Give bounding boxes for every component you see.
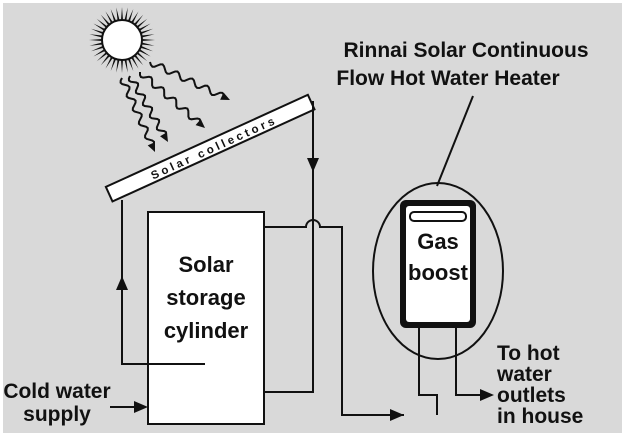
diagram-title-line-2: Flow Hot Water Heater [336, 67, 559, 90]
sun-ray [127, 75, 168, 138]
cylinder-label-line-2: storage [166, 285, 245, 310]
sun-icon [89, 7, 155, 73]
up-arrow-icon [116, 276, 128, 290]
sun-ray [139, 72, 202, 125]
collector-feed-pipe [121, 200, 205, 365]
collector-return-pipe [264, 101, 314, 393]
sun-ray-arrowhead [160, 132, 168, 142]
cylinder-label-line-1: Solar [178, 252, 233, 277]
heater-label-line-2: boost [408, 260, 469, 285]
cold-arrow-icon [134, 401, 148, 413]
sun-ray-arrowhead [147, 142, 155, 152]
outlet-label-line-2: water [496, 363, 552, 386]
outlet-label-line-3: outlets [497, 384, 566, 407]
title-leader-line [436, 95, 474, 187]
cold-water-label-line-2: supply [23, 403, 91, 426]
hot-feed-pipe [264, 219, 404, 416]
heater-outlet-pipe [455, 328, 488, 396]
outlet-label-line-1: To hot [497, 342, 560, 365]
heater-display [409, 211, 467, 222]
down-arrow-icon [307, 158, 319, 172]
sun-ray [119, 77, 156, 147]
sun-ray-arrowhead [195, 119, 205, 128]
cold-water-label-line-1: Cold water [3, 380, 110, 403]
heater-inlet-pipe [418, 328, 438, 415]
right-arrow-icon [390, 409, 404, 421]
sun-ray [149, 61, 226, 98]
outlet-label-line-4: in house [497, 405, 583, 428]
heater-label-line-1: Gas [417, 229, 459, 254]
cylinder-label-line-3: cylinder [164, 318, 249, 343]
storage-cylinder [147, 211, 265, 425]
sun-ray-arrowhead [220, 92, 230, 100]
diagram-title-line-1: Rinnai Solar Continuous [344, 39, 589, 62]
outlet-arrow-icon [480, 389, 494, 401]
sun-ray-icon [119, 61, 230, 152]
